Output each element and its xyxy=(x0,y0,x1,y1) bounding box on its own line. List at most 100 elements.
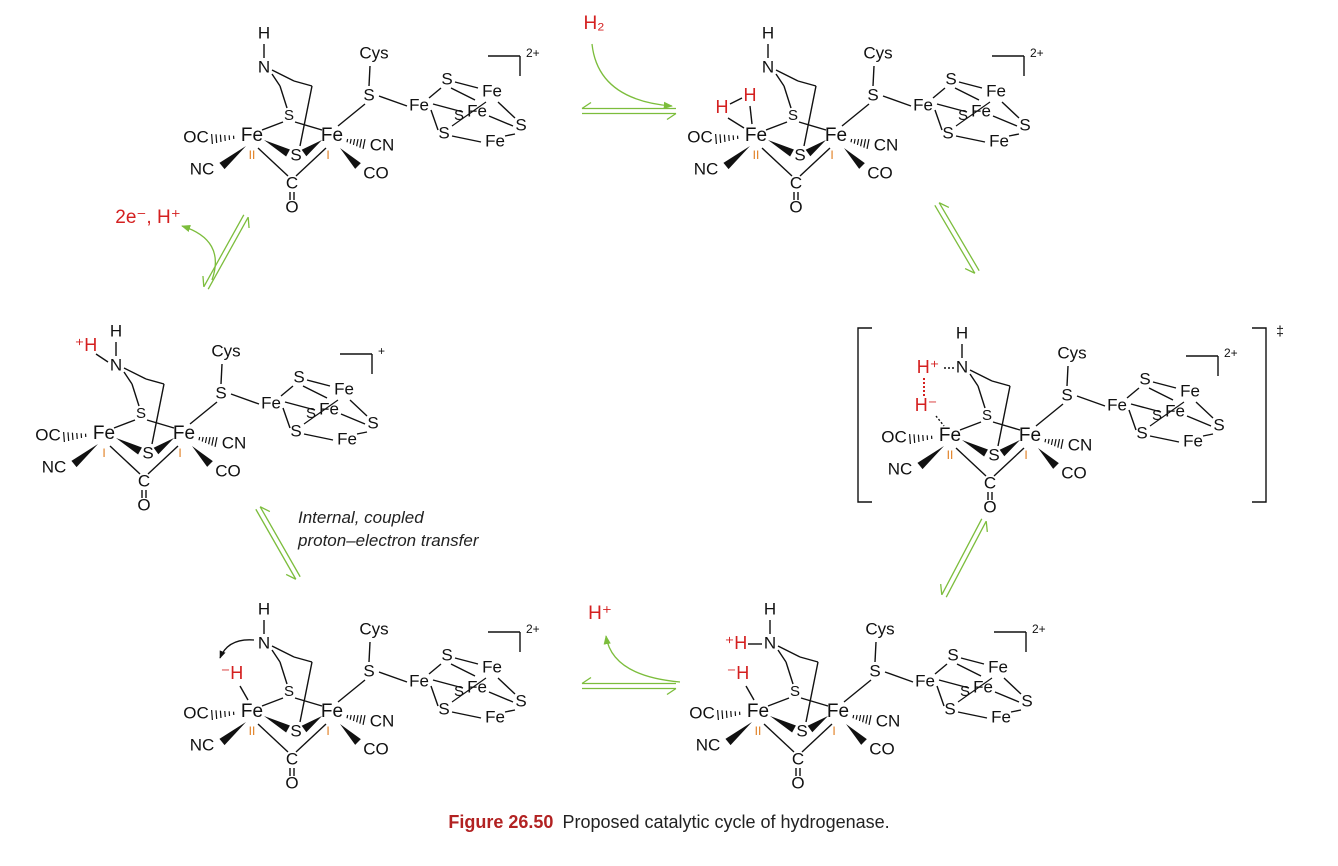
fe-right-oxidation-state: I xyxy=(326,148,329,162)
bond xyxy=(954,87,980,101)
reverse-arrow xyxy=(203,214,245,288)
cubane-s: S xyxy=(1213,415,1224,434)
cubane-s: S xyxy=(515,115,526,134)
bond xyxy=(306,379,331,387)
electrons-proton-label: 2e⁻, H⁺ xyxy=(115,207,180,228)
bond xyxy=(936,103,968,113)
fe-s-wedge-right xyxy=(999,440,1020,457)
hash-stroke xyxy=(71,432,74,441)
bond xyxy=(955,135,986,143)
cubane-s: S xyxy=(306,405,316,422)
hash-stroke xyxy=(913,434,916,444)
cyanide-ligand-right: CN xyxy=(222,433,247,452)
bridging-carbon: C xyxy=(790,173,802,192)
cubane-s: S xyxy=(441,645,452,664)
bond xyxy=(451,711,482,719)
forward-head xyxy=(247,217,250,229)
cn-hashed-bond xyxy=(852,714,872,726)
bond xyxy=(430,109,439,131)
fe-left-oxidation-state: II xyxy=(753,148,760,162)
cubane-s: S xyxy=(1019,115,1030,134)
bond xyxy=(841,103,870,127)
bond xyxy=(451,135,482,143)
hash-stroke xyxy=(717,709,719,721)
reverse-head xyxy=(581,101,592,110)
carbonyl-ligand-right: CO xyxy=(363,163,389,182)
bond xyxy=(497,677,516,695)
h2-reagent-label: H₂ xyxy=(583,13,604,34)
bond xyxy=(340,413,366,425)
bond xyxy=(872,65,875,87)
bond xyxy=(123,367,147,380)
bond xyxy=(958,81,983,89)
bridging-s-upper: S xyxy=(982,407,992,424)
bond xyxy=(936,685,945,707)
hash-stroke xyxy=(211,709,213,721)
fe-h-bond xyxy=(745,685,755,701)
proton-release-label: H⁺ xyxy=(588,603,612,624)
co-wedge-bond xyxy=(340,148,361,169)
carbonyl-ligand-left: OC xyxy=(881,427,907,446)
hash-stroke xyxy=(346,714,349,719)
bond xyxy=(1149,401,1185,427)
fe-left-atom: Fe xyxy=(939,425,961,446)
bond xyxy=(799,147,831,177)
cubane-fe: Fe xyxy=(334,379,354,398)
hash-stroke xyxy=(63,431,65,443)
amine-nitrogen: N xyxy=(110,355,122,374)
cubane-s: S xyxy=(1152,407,1162,424)
hash-stroke xyxy=(1047,438,1050,444)
carbonyl-ligand-right: CO xyxy=(1061,463,1087,482)
bond xyxy=(293,656,313,663)
carbonyl-ligand-right: CO xyxy=(363,739,389,758)
cubane-s: S xyxy=(958,107,968,124)
cysteine-sulfur: S xyxy=(1061,385,1072,404)
fe-right-oxidation-state: I xyxy=(832,724,835,738)
cubane-fe: Fe xyxy=(482,81,502,100)
bond xyxy=(938,679,970,689)
bond xyxy=(783,85,792,109)
overall-charge: 2+ xyxy=(526,622,540,636)
hash-stroke xyxy=(1054,438,1057,447)
bond xyxy=(992,115,1018,127)
cyanide-ligand-left: NC xyxy=(190,735,215,754)
hash-stroke xyxy=(721,710,724,720)
bond xyxy=(1202,433,1214,437)
bond xyxy=(956,663,982,677)
fe-right-atom: Fe xyxy=(825,125,847,146)
reverse-arrow xyxy=(945,520,987,598)
amine-hydrogen: H xyxy=(764,599,776,618)
nc-wedge-bond xyxy=(219,146,246,170)
reverse-arrow xyxy=(938,202,980,272)
bond xyxy=(261,697,284,707)
bond xyxy=(504,133,516,137)
hash-stroke xyxy=(1060,438,1064,450)
bridging-s-lower: S xyxy=(142,443,153,462)
bond xyxy=(765,121,788,131)
amine-hydrogen: H xyxy=(956,323,968,342)
bond xyxy=(299,85,313,147)
bond xyxy=(295,147,327,177)
terminal-hydride: ⁻H xyxy=(221,663,244,683)
cysteine-label: Cys xyxy=(211,341,240,360)
cubane-fe: Fe xyxy=(319,399,339,418)
hash-stroke xyxy=(67,432,70,442)
bond xyxy=(294,697,323,707)
cubane-s: S xyxy=(367,413,378,432)
cysteine-sulfur: S xyxy=(867,85,878,104)
reverse-head xyxy=(985,521,988,532)
bond xyxy=(805,661,819,723)
oc-hashed-bond xyxy=(715,133,739,145)
cubane-s: S xyxy=(960,683,970,700)
hash-stroke xyxy=(211,133,213,145)
hash-stroke xyxy=(349,714,352,720)
hash-stroke xyxy=(725,710,728,719)
hash-stroke xyxy=(215,710,218,720)
oc-hashed-bond xyxy=(211,133,235,145)
hash-stroke xyxy=(352,138,356,146)
bond xyxy=(428,663,442,675)
bond xyxy=(299,661,313,723)
hash-stroke xyxy=(201,436,204,442)
fe-left-oxidation-state: II xyxy=(249,724,256,738)
